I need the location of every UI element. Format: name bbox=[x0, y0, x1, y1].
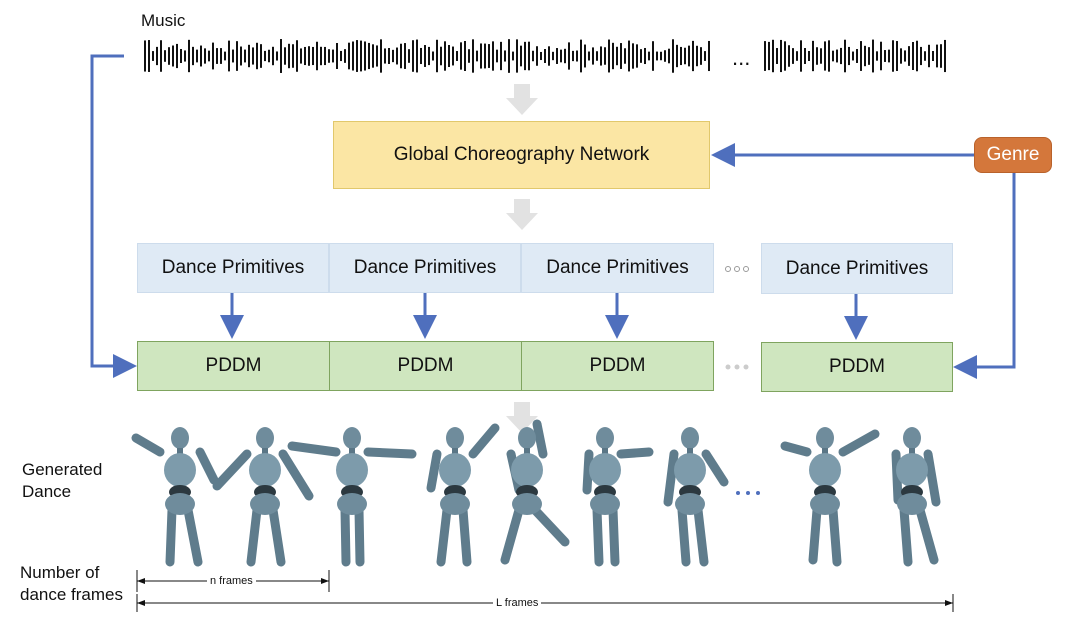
big-arrow-network-to-primitives bbox=[506, 199, 538, 230]
big-arrow-music-to-network bbox=[506, 84, 538, 115]
big-arrow-pddm-to-dance bbox=[506, 402, 538, 433]
dance-figure bbox=[582, 427, 654, 567]
dance-figure bbox=[663, 427, 729, 567]
dance-figure bbox=[131, 427, 219, 567]
pddm-3: PDDM bbox=[521, 341, 714, 391]
l-frames-label: L frames bbox=[493, 597, 542, 609]
global-choreography-network: Global Choreography Network bbox=[333, 121, 710, 189]
connector-arrows bbox=[90, 54, 1016, 379]
generated-dance-figures bbox=[131, 419, 941, 567]
music-label: Music bbox=[141, 11, 186, 30]
big-flow-arrows bbox=[506, 84, 538, 433]
frame-measures bbox=[136, 570, 954, 612]
dance-figure bbox=[500, 419, 570, 565]
arrow-genre-to-pddm bbox=[953, 173, 1016, 379]
pddm-2: PDDM bbox=[329, 341, 522, 391]
dance-primitives-4: Dance Primitives bbox=[761, 243, 953, 294]
arrow-music-to-pddm bbox=[90, 54, 137, 378]
dance-primitives-3: Dance Primitives bbox=[521, 243, 714, 293]
pddm-1: PDDM bbox=[137, 341, 330, 391]
column-ellipsis bbox=[725, 266, 760, 495]
genre-box: Genre bbox=[974, 137, 1052, 173]
pddm-4: PDDM bbox=[761, 342, 953, 392]
dance-primitives-2: Dance Primitives bbox=[329, 243, 521, 293]
music-waveform bbox=[144, 39, 946, 73]
dance-figure bbox=[891, 427, 941, 567]
n-frames-label: n frames bbox=[207, 575, 256, 587]
dance-primitives-1: Dance Primitives bbox=[137, 243, 329, 293]
dance-figure bbox=[287, 427, 417, 567]
dance-figure bbox=[212, 427, 314, 567]
waveform-ellipsis: ... bbox=[732, 45, 750, 70]
dance-frames-label: Number of dance frames bbox=[20, 563, 123, 604]
generated-dance-label: Generated Dance bbox=[22, 460, 103, 501]
dance-figure bbox=[426, 423, 500, 567]
dance-figure bbox=[780, 427, 880, 567]
